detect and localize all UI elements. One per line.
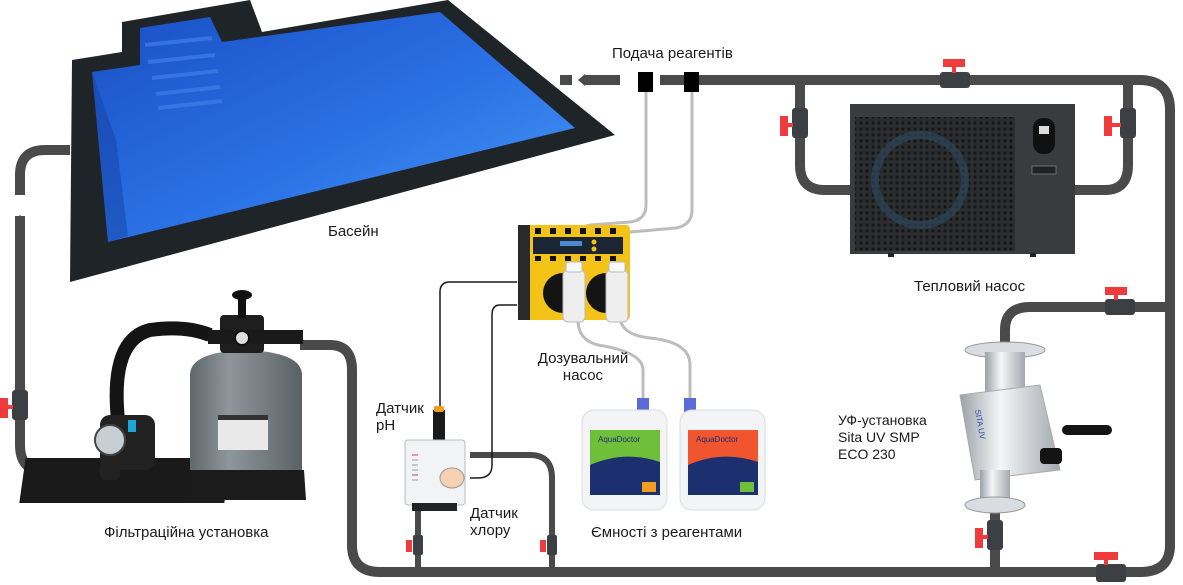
valve-handle-knob bbox=[232, 290, 252, 300]
label-reagent-containers: Ємності з реагентами bbox=[591, 524, 743, 541]
heat-pump-display bbox=[1033, 118, 1055, 154]
chlorine-probe bbox=[439, 467, 465, 489]
injector-1 bbox=[638, 72, 653, 92]
pool-inner-wall bbox=[92, 72, 128, 242]
pipe-filter-outlet bbox=[300, 75, 1175, 577]
filter-tank-base bbox=[186, 470, 306, 500]
label-uv-line2: Sita UV SMP bbox=[838, 429, 920, 445]
pipe-heatpump-out bbox=[1075, 80, 1133, 195]
label-reagent-feed: Подача реагентів bbox=[612, 45, 733, 62]
valve-sensor-out bbox=[540, 535, 557, 555]
reagent-canister-left: AquaDoctor bbox=[581, 398, 668, 511]
label-chlorine-sensor-line1: Датчик bbox=[470, 505, 518, 522]
label-dosing-pump-line2: насос bbox=[562, 367, 604, 384]
valve-bottom-right bbox=[1094, 552, 1126, 582]
canister-right-brand: AquaDoctor bbox=[696, 435, 739, 444]
injector-2 bbox=[684, 72, 699, 92]
reagent-injectors bbox=[638, 72, 699, 92]
pool-steps bbox=[144, 36, 223, 110]
label-ph-sensor-line2: pH bbox=[376, 417, 396, 434]
sensor-block bbox=[404, 406, 466, 511]
label-pool: Басейн bbox=[328, 223, 379, 240]
label-uv-line1: УФ-установка bbox=[838, 412, 927, 428]
label-ph-sensor-line1: Датчик bbox=[376, 400, 424, 417]
label-heat-pump: Тепловий насос bbox=[914, 278, 1026, 295]
valve-left-return bbox=[0, 390, 28, 420]
valve-sensor-in bbox=[406, 535, 423, 555]
valve-heatpump-out bbox=[1104, 108, 1136, 138]
filter-hose bbox=[109, 321, 213, 421]
label-chlorine-sensor: Датчик хлору bbox=[470, 505, 518, 539]
ph-probe bbox=[433, 410, 445, 440]
pressure-gauge bbox=[234, 330, 250, 346]
valve-uv-out bbox=[975, 520, 1003, 550]
pipe-heatpump-in bbox=[795, 80, 850, 195]
label-filter-unit: Фільтраційна установка bbox=[104, 524, 269, 541]
flow-arrow-pool-inlet bbox=[578, 74, 585, 86]
canister-left-brand: AquaDoctor bbox=[598, 435, 641, 444]
uv-unit: SITA UV bbox=[959, 341, 1112, 514]
valves bbox=[0, 59, 1136, 582]
flow-arrow-left bbox=[14, 196, 26, 216]
heat-pump bbox=[850, 104, 1075, 257]
label-dosing-pump: Дозувальний насос bbox=[528, 350, 638, 384]
valve-top-main bbox=[940, 59, 970, 88]
filter-base-plate bbox=[19, 458, 231, 503]
uv-chamber bbox=[959, 384, 1061, 481]
pool-water bbox=[92, 12, 575, 242]
label-chlorine-sensor-line2: хлору bbox=[470, 522, 511, 539]
pipe-pool-to-filter bbox=[15, 145, 70, 195]
filter-unit bbox=[19, 290, 306, 503]
sensor-cables bbox=[439, 281, 517, 479]
dosing-pump bbox=[518, 225, 630, 323]
valve-heatpump-in bbox=[780, 108, 808, 138]
heat-pump-fan bbox=[871, 131, 969, 229]
uv-handle bbox=[1062, 425, 1112, 435]
reagent-canister-right: AquaDoctor bbox=[679, 398, 766, 511]
label-dosing-pump-line1: Дозувальний bbox=[537, 350, 629, 367]
label-uv-line3: ECO 230 bbox=[838, 446, 896, 462]
pool bbox=[70, 0, 615, 282]
pipe-sensor-return bbox=[470, 452, 555, 572]
label-ph-sensor: Датчик pH bbox=[376, 400, 424, 434]
valve-uv-branch bbox=[1105, 287, 1135, 315]
label-uv-unit: УФ-установка Sita UV SMP ECO 230 bbox=[838, 412, 927, 463]
pipe-uv-in bbox=[1000, 302, 1170, 350]
